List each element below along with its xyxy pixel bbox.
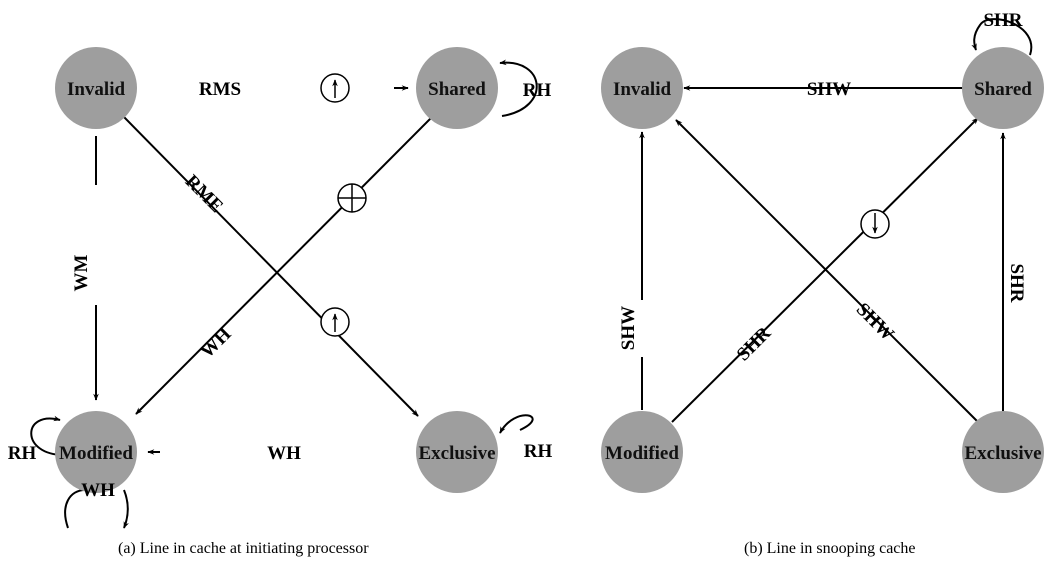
label-shr-right: SHR <box>1006 263 1027 302</box>
state-invalid-a: Invalid <box>55 47 137 129</box>
panel-a: Invalid Shared Modified Exclusive RMS RH… <box>8 47 553 528</box>
label-wh-modified: WH <box>81 480 115 501</box>
self-loop-modified-wh <box>64 489 128 528</box>
state-shared-b-label: Shared <box>974 79 1032 100</box>
xor-glyph-wh <box>337 183 367 213</box>
edge-exclusive-to-invalid-shw <box>675 119 979 423</box>
state-exclusive-b: Exclusive <box>962 411 1044 493</box>
label-rms: RMS <box>199 79 241 100</box>
self-loop-modified-rh <box>30 415 65 456</box>
label-shr-top: SHR <box>983 10 1022 31</box>
state-exclusive-a-label: Exclusive <box>418 443 495 464</box>
state-invalid-a-label: Invalid <box>67 79 126 100</box>
label-wh-mid: WH <box>267 443 301 464</box>
label-rh-shared: RH <box>523 80 552 101</box>
panel-b: Invalid Shared Modified Exclusive SHR SH… <box>601 10 1044 493</box>
state-exclusive-b-label: Exclusive <box>964 443 1041 464</box>
caption-panel-a: (a) Line in cache at initiating processo… <box>118 540 369 557</box>
caption-panel-b: (b) Line in snooping cache <box>744 540 916 557</box>
state-invalid-b: Invalid <box>601 47 683 129</box>
up-arrow-glyph-rms <box>320 73 350 103</box>
state-modified-b-label: Modified <box>605 443 679 464</box>
up-arrow-glyph-rme <box>320 307 350 337</box>
label-wm: WM <box>71 254 92 291</box>
label-wh-diag: WH <box>197 324 236 363</box>
state-shared-b: Shared <box>962 47 1044 129</box>
state-modified-a-label: Modified <box>59 443 133 464</box>
state-exclusive-a: Exclusive <box>416 411 498 493</box>
label-shw-diag: SHW <box>852 299 898 345</box>
self-loop-shared-rh <box>499 59 538 117</box>
state-shared-a: Shared <box>416 47 498 129</box>
label-shr-diag: SHR <box>733 323 776 366</box>
edge-invalid-to-exclusive-rme <box>121 114 419 417</box>
self-loop-exclusive-rh <box>499 414 534 434</box>
state-invalid-b-label: Invalid <box>613 79 672 100</box>
label-shw-top: SHW <box>807 79 851 100</box>
self-loop-shared-shr <box>971 18 1033 56</box>
label-rme: RME <box>181 171 227 217</box>
label-shw-left: SHW <box>618 306 639 350</box>
down-arrow-glyph-shr <box>860 209 890 239</box>
label-rh-exclusive: RH <box>524 441 553 462</box>
state-modified-a: Modified <box>55 411 137 493</box>
state-shared-a-label: Shared <box>428 79 486 100</box>
state-modified-b: Modified <box>601 411 683 493</box>
label-rh-modified: RH <box>8 443 37 464</box>
edge-shared-to-modified-wh <box>135 116 433 415</box>
